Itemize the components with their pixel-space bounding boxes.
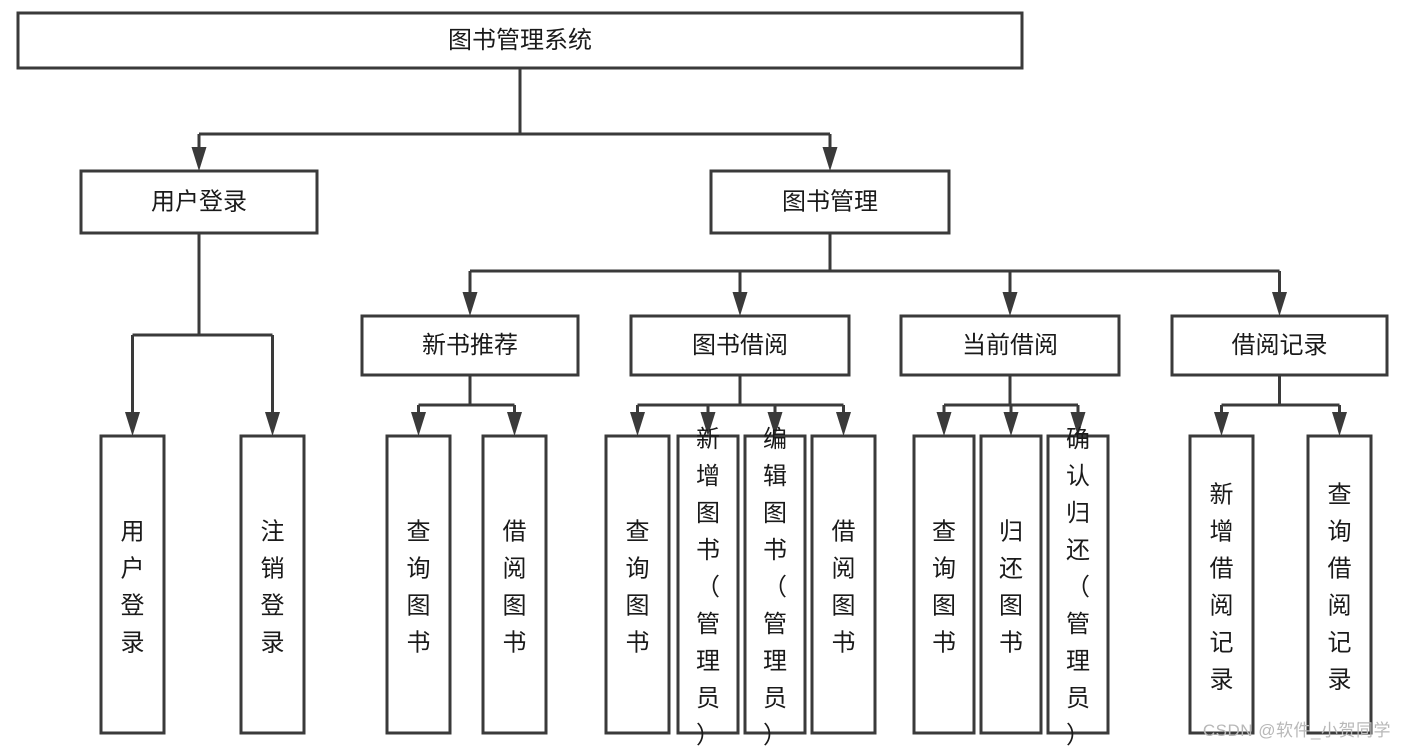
- node-label-leaf-user-login: 用户登录: [121, 518, 145, 656]
- node-label-borrow-records: 借阅记录: [1232, 332, 1328, 359]
- node-label-new-book-recommend: 新书推荐: [422, 332, 518, 359]
- node-box-leaf-confirm-return[interactable]: [1046, 434, 1110, 735]
- node-label-leaf-edit-book: 编辑图书（管理员）: [763, 426, 787, 747]
- node-leaf-confirm-return[interactable]: 确认归还（管理员）: [1046, 426, 1110, 747]
- node-label-leaf-add-borrow-record: 新增借阅记录: [1210, 481, 1234, 693]
- node-box-book-management[interactable]: [709, 169, 951, 235]
- connector-book-borrow: [630, 375, 851, 436]
- node-label-leaf-return-book: 归还图书: [999, 518, 1023, 656]
- node-leaf-logout-login[interactable]: 注销登录: [239, 434, 306, 735]
- node-box-new-book-recommend[interactable]: [360, 314, 580, 377]
- node-box-leaf-add-book[interactable]: [676, 434, 740, 735]
- node-label-leaf-query-borrow-record: 查询借阅记录: [1328, 481, 1352, 693]
- node-leaf-borrow-book[interactable]: 借阅图书: [810, 434, 877, 735]
- node-label-leaf-borrow-book-new: 借阅图书: [503, 518, 527, 656]
- node-label-book-management: 图书管理: [782, 188, 878, 215]
- node-label-root: 图书管理系统: [448, 27, 592, 54]
- node-layer: 图书管理系统用户登录图书管理新书推荐图书借阅当前借阅借阅记录用户登录注销登录查询…: [16, 11, 1389, 747]
- node-current-borrow[interactable]: 当前借阅: [899, 314, 1121, 377]
- node-borrow-records[interactable]: 借阅记录: [1170, 314, 1389, 377]
- node-box-leaf-query-book-new[interactable]: [385, 434, 452, 735]
- node-box-leaf-query-book-current[interactable]: [912, 434, 976, 735]
- node-leaf-query-book-current[interactable]: 查询图书: [912, 434, 976, 735]
- connector-user-login: [125, 233, 280, 436]
- node-label-user-login: 用户登录: [151, 188, 247, 215]
- node-box-user-login[interactable]: [79, 169, 319, 235]
- node-box-leaf-add-borrow-record[interactable]: [1188, 434, 1255, 735]
- node-label-current-borrow: 当前借阅: [962, 332, 1058, 359]
- connector-layer: [125, 68, 1347, 436]
- node-label-book-borrow: 图书借阅: [692, 332, 788, 359]
- node-label-leaf-borrow-book: 借阅图书: [832, 518, 856, 656]
- node-box-current-borrow[interactable]: [899, 314, 1121, 377]
- node-user-login[interactable]: 用户登录: [79, 169, 319, 235]
- node-label-leaf-confirm-return: 确认归还（管理员）: [1066, 426, 1090, 747]
- node-box-root[interactable]: [16, 11, 1024, 70]
- node-leaf-query-borrow-record[interactable]: 查询借阅记录: [1306, 434, 1373, 735]
- node-box-leaf-logout-login[interactable]: [239, 434, 306, 735]
- connector-borrow-records: [1214, 375, 1347, 436]
- node-label-leaf-query-book-new: 查询图书: [407, 518, 431, 656]
- node-box-leaf-borrow-book[interactable]: [810, 434, 877, 735]
- node-label-leaf-logout-login: 注销登录: [261, 518, 285, 656]
- node-leaf-borrow-book-new[interactable]: 借阅图书: [481, 434, 548, 735]
- node-new-book-recommend[interactable]: 新书推荐: [360, 314, 580, 377]
- node-leaf-add-book[interactable]: 新增图书（管理员）: [676, 426, 740, 747]
- node-leaf-add-borrow-record[interactable]: 新增借阅记录: [1188, 434, 1255, 735]
- node-box-leaf-return-book[interactable]: [979, 434, 1043, 735]
- node-box-leaf-edit-book[interactable]: [743, 434, 807, 735]
- node-label-leaf-query-book-borrow: 查询图书: [626, 518, 650, 656]
- node-root[interactable]: 图书管理系统: [16, 11, 1024, 70]
- node-book-borrow[interactable]: 图书借阅: [629, 314, 851, 377]
- connector-root: [191, 68, 838, 171]
- connector-new-book-recommend: [411, 375, 522, 436]
- node-leaf-query-book-borrow[interactable]: 查询图书: [604, 434, 671, 735]
- connector-current-borrow: [936, 375, 1086, 436]
- node-box-book-borrow[interactable]: [629, 314, 851, 377]
- node-leaf-edit-book[interactable]: 编辑图书（管理员）: [743, 426, 807, 747]
- node-leaf-return-book[interactable]: 归还图书: [979, 434, 1043, 735]
- node-box-leaf-query-book-borrow[interactable]: [604, 434, 671, 735]
- node-label-leaf-query-book-current: 查询图书: [932, 518, 956, 656]
- node-leaf-user-login[interactable]: 用户登录: [99, 434, 166, 735]
- node-box-borrow-records[interactable]: [1170, 314, 1389, 377]
- node-box-leaf-borrow-book-new[interactable]: [481, 434, 548, 735]
- node-leaf-query-book-new[interactable]: 查询图书: [385, 434, 452, 735]
- node-label-leaf-add-book: 新增图书（管理员）: [696, 426, 720, 747]
- node-box-leaf-query-borrow-record[interactable]: [1306, 434, 1373, 735]
- connector-book-management: [462, 233, 1287, 316]
- node-box-leaf-user-login[interactable]: [99, 434, 166, 735]
- node-book-management[interactable]: 图书管理: [709, 169, 951, 235]
